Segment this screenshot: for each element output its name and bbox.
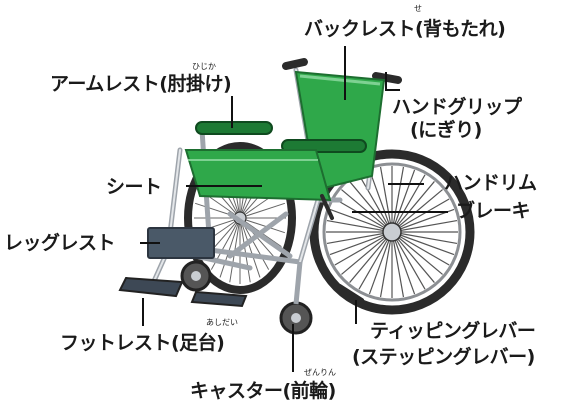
- label-handgrip-line1: ハンドグリップ: [392, 96, 522, 118]
- leader-lines: [140, 46, 448, 372]
- backrest-ruby: せ: [414, 4, 422, 13]
- label-legrest: レッグレスト: [4, 232, 116, 254]
- wheel-spoke: [349, 231, 393, 283]
- wheel-spoke: [326, 231, 393, 245]
- label-caster: キャスター(前輪): [190, 380, 336, 402]
- wheel-spoke: [391, 169, 416, 233]
- brake-parts: [320, 194, 364, 302]
- label-seat: シート: [106, 176, 162, 198]
- wheel-spoke: [391, 231, 450, 266]
- seat-shape: [184, 149, 332, 202]
- wheel-spoke: [329, 208, 393, 233]
- wheel-spoke: [239, 217, 261, 278]
- wheel-spoke: [391, 231, 455, 256]
- wheel-spoke: [391, 231, 416, 295]
- wheel-spoke: [368, 169, 393, 233]
- wheel-spoke: [391, 208, 455, 233]
- label-armrest: アームレスト(肘掛け): [50, 73, 232, 95]
- label-tipping-lever-line2: (ステッピングレバー): [352, 346, 535, 368]
- wheel-spoke: [341, 189, 393, 233]
- wheel-spoke: [391, 166, 405, 233]
- wheel-spoke: [219, 217, 241, 278]
- wheel-spoke: [391, 231, 458, 245]
- wheel-spoke: [239, 217, 286, 234]
- armrest-ruby: ひじか: [192, 62, 216, 71]
- caster-ruby: ぜんりん: [304, 368, 336, 377]
- wheel-spoke: [341, 231, 393, 275]
- label-tipping-lever-line1: ティッピングレバー: [370, 320, 536, 342]
- label-handrim: ハンドリム: [444, 172, 537, 194]
- label-footrest: フットレスト(足台): [60, 332, 225, 354]
- wheel-spoke: [334, 198, 393, 233]
- wheel-spoke: [239, 217, 251, 283]
- wheel-spoke: [391, 219, 458, 233]
- wheel-spoke: [391, 231, 405, 298]
- wheel-spoke: [368, 231, 393, 295]
- wheel-spoke: [391, 231, 435, 283]
- wheel-spoke: [391, 231, 426, 290]
- wheel-spoke: [358, 174, 393, 233]
- wheel-spoke: [391, 198, 450, 233]
- wheel-spoke: [239, 202, 286, 219]
- rear-wheel-right: [309, 149, 475, 315]
- wheel-spoke: [391, 231, 443, 275]
- footrests: [118, 276, 248, 308]
- wheel-spoke: [329, 231, 393, 256]
- wheel-spoke: [391, 181, 435, 233]
- label-backrest: バックレスト(背もたれ): [304, 18, 506, 40]
- label-brake: ブレーキ: [456, 200, 531, 222]
- label-handgrip-line2: (にぎり): [410, 119, 482, 141]
- wheel-spoke: [379, 231, 393, 298]
- wheel-spoke: [349, 181, 393, 233]
- footrest-ruby: あしだい: [206, 318, 238, 327]
- casters: [180, 260, 313, 335]
- wheel-spoke: [379, 166, 393, 233]
- wheel-spoke: [326, 219, 393, 233]
- wheel-spoke: [358, 231, 393, 290]
- wheel-spoke: [334, 231, 393, 266]
- wheel-spoke: [391, 189, 443, 233]
